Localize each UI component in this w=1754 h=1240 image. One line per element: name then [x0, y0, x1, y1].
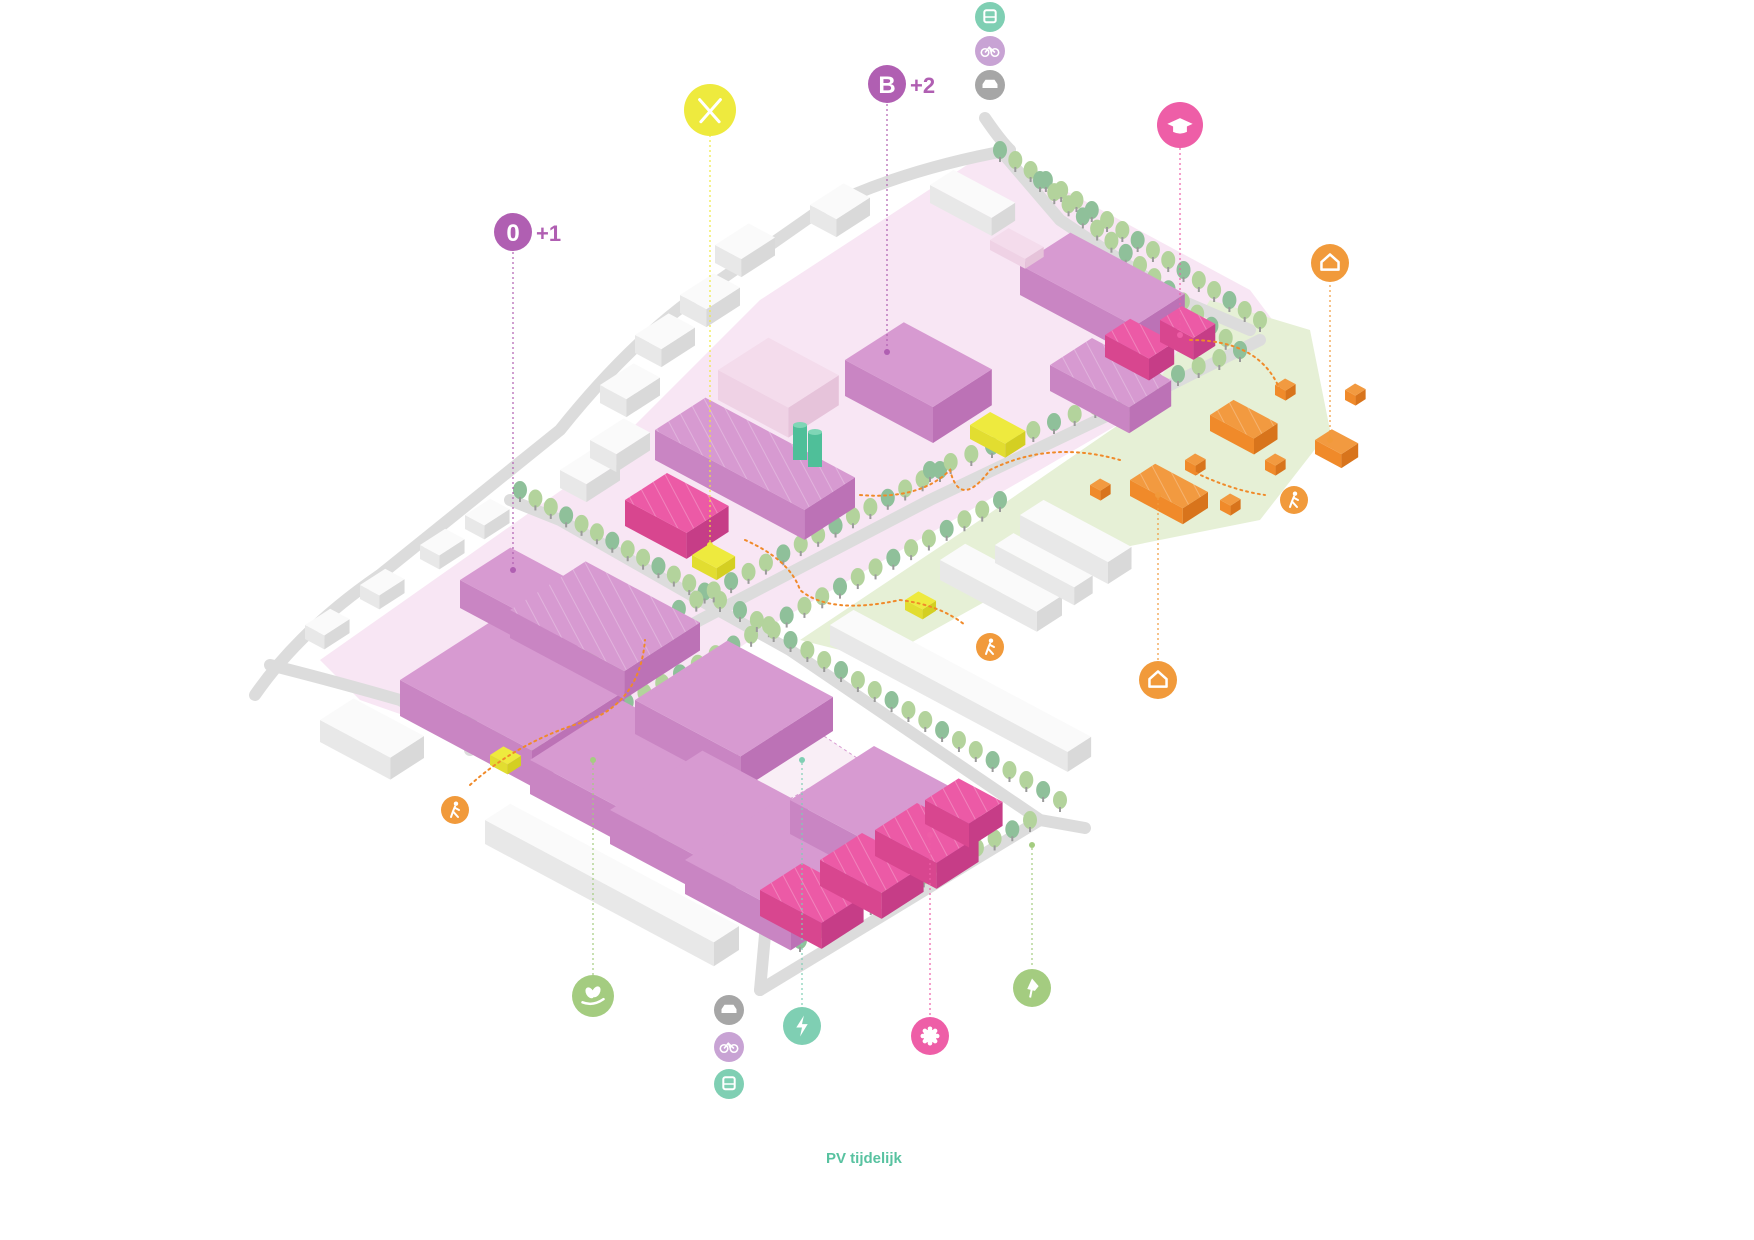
housing-unit-5: [1275, 378, 1296, 401]
level-label-b: B +2: [868, 65, 935, 103]
hall-pale-central: [718, 337, 839, 438]
leaf-hand-icon: [572, 975, 614, 1017]
existing-house-west-4: [465, 498, 510, 540]
leader-restaurant: [707, 135, 713, 548]
level-plus-one: +1: [536, 221, 561, 246]
pavilion-park: [905, 591, 937, 620]
teal-silos: [793, 422, 822, 467]
hall-magenta-east-2: [1160, 305, 1216, 360]
bus-icon-north: [975, 2, 1005, 32]
housing-unit-6: [1345, 383, 1366, 406]
gear-icon: [911, 1017, 949, 1055]
existing-shed-north: [930, 169, 1016, 236]
existing-house-west-1: [305, 608, 350, 650]
leader-b-plus-two: [884, 104, 890, 355]
housing-block-2: [1210, 399, 1278, 455]
hall-magenta-south-3: [875, 803, 979, 889]
leader-lines: [510, 104, 1333, 1015]
pedestrian-icon-central: [976, 633, 1004, 661]
long-shed-central-2: [940, 543, 1062, 632]
hall-magenta-central: [625, 473, 729, 559]
walk-path-west: [469, 639, 646, 786]
long-shed-central-1: [830, 609, 1092, 772]
long-shed-central-3: [995, 533, 1093, 606]
existing-house-west-2: [360, 568, 405, 610]
hall-ridged-west: [510, 561, 700, 700]
pavilion-central-yellow: [970, 412, 1026, 458]
walk-path-north: [859, 451, 1121, 497]
level-badge-zero: [494, 213, 532, 251]
leader-education: [1177, 148, 1183, 338]
icon-markers: [441, 2, 1349, 1099]
hall-long-central: [655, 397, 855, 540]
hall-magenta-south-2: [820, 833, 924, 919]
house-icon-south: [1139, 661, 1177, 699]
walk-path-east: [1189, 469, 1266, 496]
existing-house-3: [600, 363, 660, 418]
lightning-icon: [783, 1007, 821, 1045]
leader-house-south: [1155, 492, 1161, 660]
leader-industry: [927, 832, 933, 1015]
walking-paths: [469, 339, 1281, 786]
bus-icon-south: [714, 1069, 744, 1099]
existing-house-2: [590, 418, 650, 473]
hall-b-plus-two: [845, 322, 992, 443]
pedestrian-icon-west: [441, 796, 469, 824]
level-badge-b: [868, 65, 906, 103]
pedestrian-icon-east: [1280, 486, 1308, 514]
housing-unit-1: [1090, 478, 1111, 501]
house-icon-east: [1311, 244, 1349, 282]
hall-east-ridged: [1050, 338, 1172, 434]
hall-magenta-east-1: [1105, 318, 1175, 381]
existing-house-6: [715, 223, 775, 278]
housing-house-east: [1315, 429, 1359, 469]
bicycle-icon-north: [975, 36, 1005, 66]
housing-block-1: [1130, 463, 1208, 525]
fork-knife-icon: [684, 84, 736, 136]
housing-unit-2: [1185, 453, 1206, 476]
existing-house-4: [635, 313, 695, 368]
level-plus-two: +2: [910, 73, 935, 98]
car-icon-south: [714, 995, 744, 1025]
leader-greenery: [590, 757, 596, 975]
leader-tree: [1029, 842, 1035, 965]
level-label-zero: 0 +1: [494, 213, 561, 251]
graduation-cap-icon: [1157, 102, 1203, 148]
existing-house-west-3: [420, 528, 465, 570]
hall-magenta-south-1: [760, 863, 864, 949]
housing-unit-3: [1220, 493, 1241, 516]
tree-row-east-edge: [993, 141, 1267, 332]
bicycle-icon-south: [714, 1032, 744, 1062]
pv-label: PV tijdelijk: [826, 1150, 903, 1167]
leader-house-east: [1327, 285, 1333, 443]
level-badge-zero-text: 0: [506, 220, 519, 247]
pavilion-restaurant: [692, 543, 736, 581]
hall-magenta-south-4: [925, 778, 1003, 848]
walk-path-central: [744, 539, 966, 626]
walk-path-northeast: [1189, 339, 1281, 391]
leader-zero-plus-one: [510, 252, 516, 573]
tree-icon: [1013, 969, 1051, 1007]
hall-pale-north: [990, 228, 1044, 269]
green-park-zone: [800, 300, 1330, 660]
existing-barn-west: [320, 698, 424, 780]
long-shed-central-4: [1020, 499, 1132, 584]
tree-row-central-south: [733, 601, 1067, 812]
pavilion-west: [490, 746, 522, 775]
housing-unit-4: [1265, 453, 1286, 476]
level-badge-b-text: B: [878, 72, 895, 99]
long-shed-south: [485, 803, 739, 967]
buildings: [305, 169, 1366, 967]
car-icon-north: [975, 70, 1005, 100]
existing-house-7: [810, 183, 870, 238]
tree-row-west-street: [513, 481, 727, 612]
road-north-stub: [979, 112, 1016, 156]
leader-pv: [799, 757, 805, 1005]
